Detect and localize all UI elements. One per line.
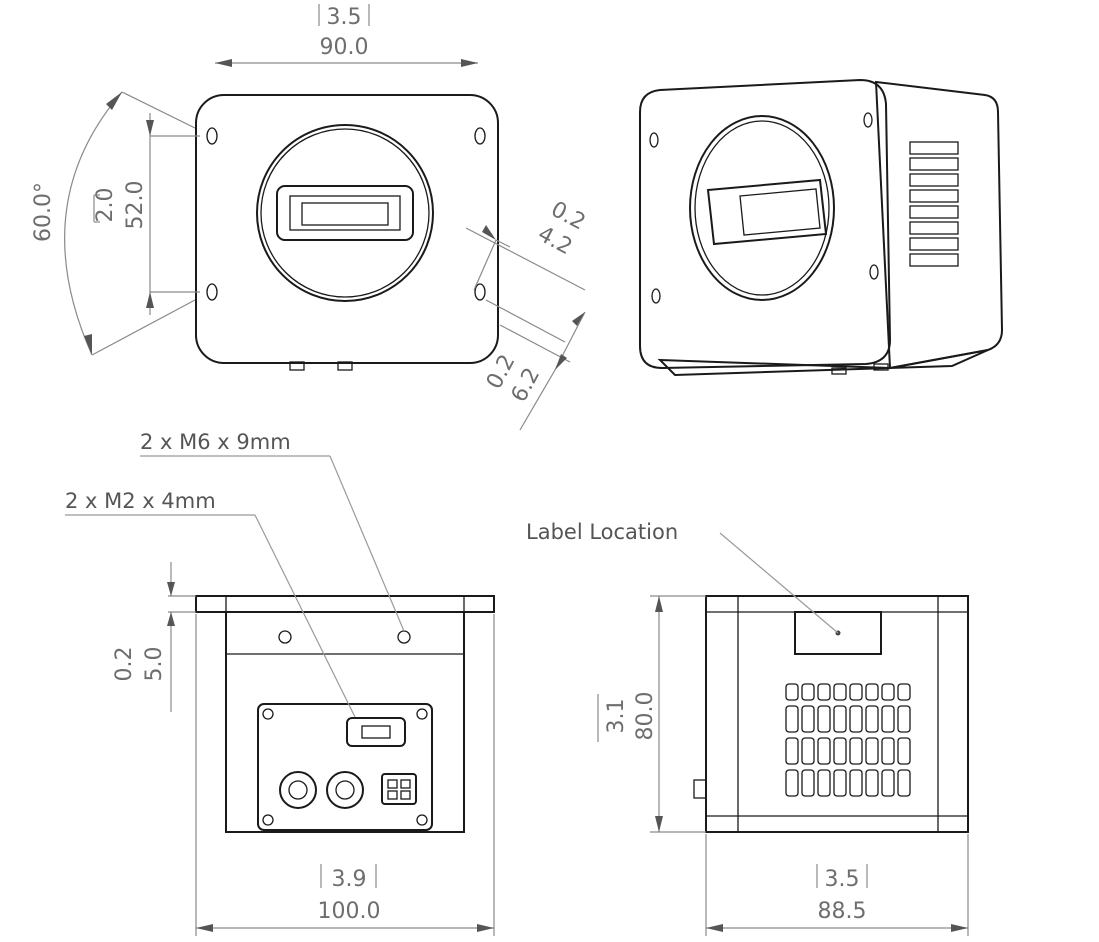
flange-in: 0.2 — [112, 647, 137, 682]
coax-port-icon — [326, 771, 364, 809]
iso-front-face — [639, 78, 892, 370]
connector-panel — [257, 703, 433, 831]
back-body — [225, 611, 465, 833]
side-height-in: 3.1 — [604, 699, 629, 734]
side-vent-grille — [785, 683, 911, 797]
m6-hole-icon — [397, 630, 411, 644]
side-depth-in: 3.5 — [825, 867, 860, 892]
power-port-icon — [381, 773, 417, 805]
callout-m2: 2 x M2 x 4mm — [65, 489, 216, 513]
mount-hole-icon — [206, 283, 218, 301]
side-view: Label Location 3.1 80.0 3.5 88.5 — [526, 520, 969, 936]
mount-hole-icon — [474, 283, 486, 301]
iso-hole-icon — [863, 112, 873, 128]
label-location-callout: Label Location — [526, 520, 678, 544]
iso-side-face — [874, 80, 1004, 370]
front-mount-ring — [256, 124, 434, 302]
iso-hole-icon — [651, 288, 661, 304]
iso-bottom-face — [657, 349, 989, 377]
mount-hole-icon — [474, 127, 486, 145]
usb-port-icon — [346, 717, 406, 747]
back-view: 2 x M6 x 9mm 2 x M2 x 4mm 0.2 5.0 3.9 10… — [65, 430, 495, 936]
back-flange — [195, 595, 495, 613]
front-width-in: 3.5 — [327, 5, 362, 30]
iso-vent-grille — [909, 141, 959, 267]
isometric-view — [639, 78, 1004, 377]
front-sensor-window — [276, 185, 414, 241]
iso-mount-ring — [689, 115, 835, 301]
m6-hole-icon — [278, 630, 292, 644]
iso-hole-icon — [649, 132, 659, 148]
hole-spacing-mm: 52.0 — [123, 181, 148, 230]
back-width-in: 3.9 — [332, 867, 367, 892]
coax-port-icon — [279, 771, 317, 809]
mount-hole-icon — [206, 127, 218, 145]
front-width-mm: 90.0 — [320, 35, 369, 60]
angle-label: 60.0° — [31, 182, 56, 242]
back-width-mm: 100.0 — [318, 899, 381, 924]
label-area — [794, 611, 882, 655]
side-height-mm: 80.0 — [633, 692, 658, 741]
front-view: 3.5 90.0 2.0 52.0 60.0° 0.2 — [31, 4, 589, 431]
iso-hole-icon — [869, 264, 879, 280]
hole-spacing-in: 2.0 — [93, 188, 118, 223]
front-body — [195, 94, 499, 364]
side-depth-mm: 88.5 — [818, 899, 867, 924]
side-body — [705, 595, 969, 833]
callout-m6: 2 x M6 x 9mm — [140, 430, 291, 454]
flange-mm: 5.0 — [142, 647, 167, 682]
iso-sensor-window — [706, 178, 828, 246]
